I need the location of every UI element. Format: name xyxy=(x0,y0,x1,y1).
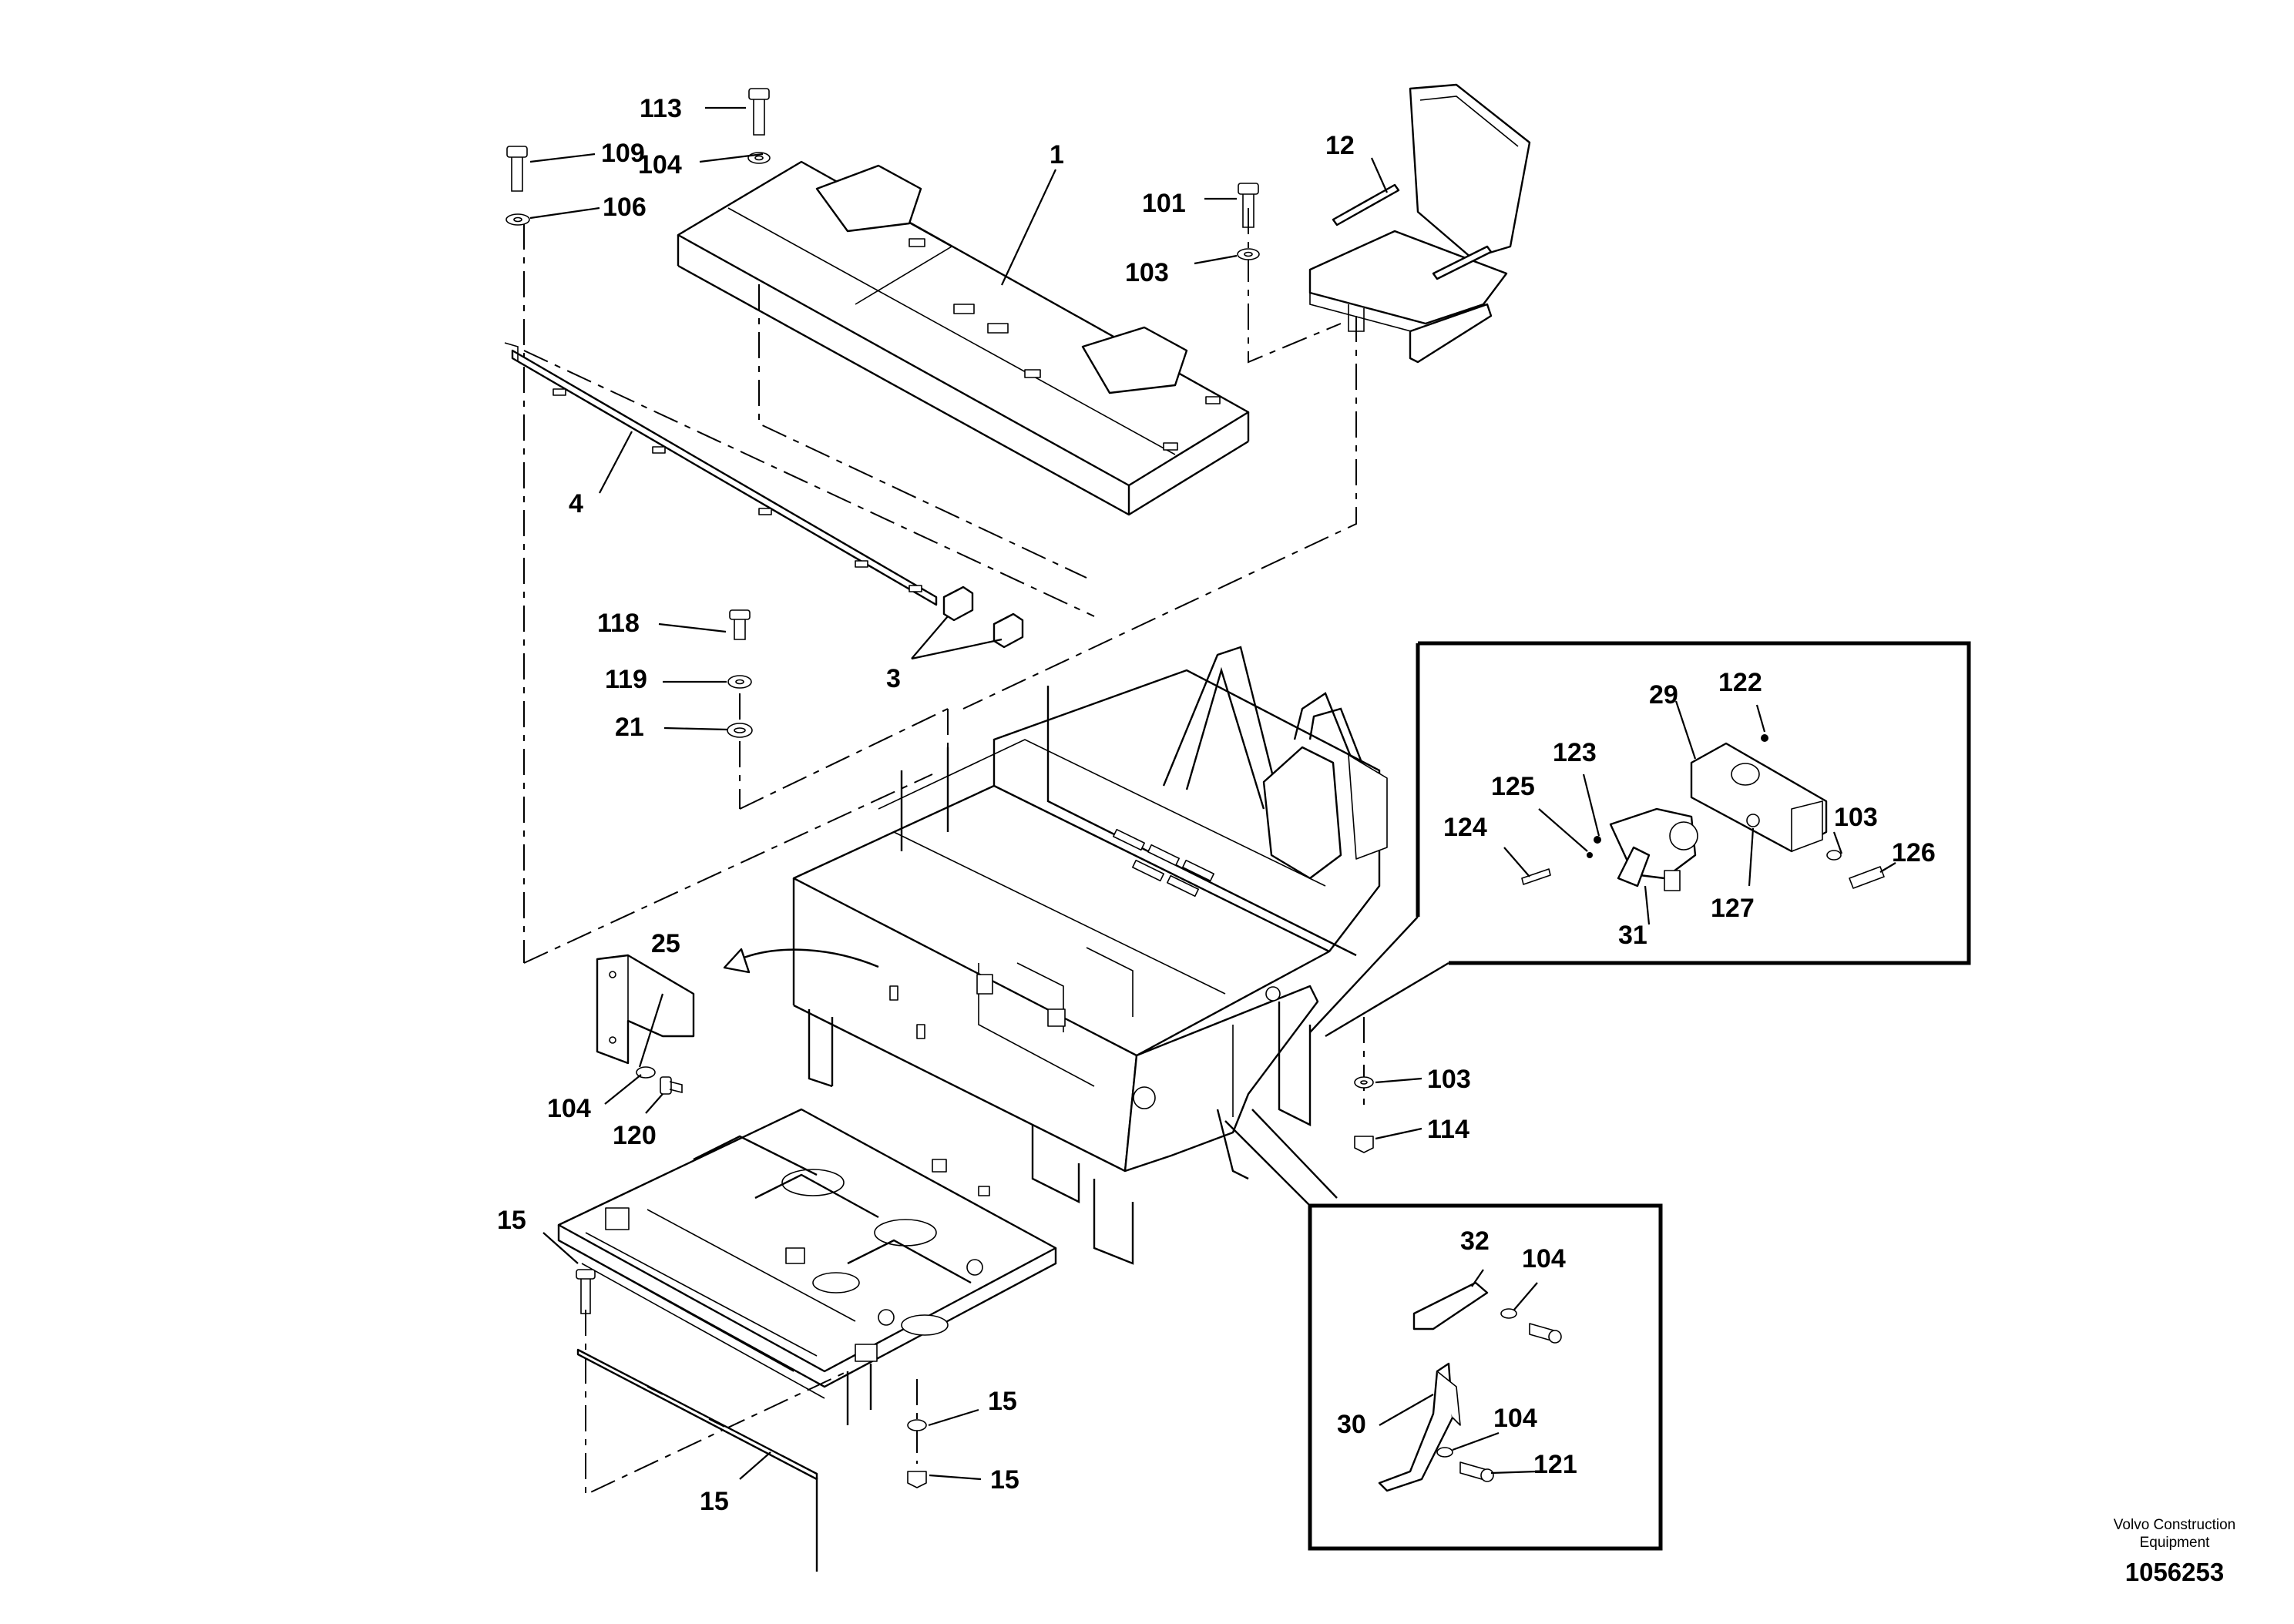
callout-31: 31 xyxy=(1618,921,1647,950)
bracket-part-25 xyxy=(596,954,695,1095)
callout-30: 30 xyxy=(1337,1410,1366,1439)
mounting-strip-part-4 xyxy=(504,342,938,606)
callout-15: 15 xyxy=(497,1206,526,1235)
callout-103: 103 xyxy=(1427,1065,1471,1094)
callout-25: 25 xyxy=(651,929,680,958)
callout-103: 103 xyxy=(1834,803,1878,832)
leader-lines xyxy=(529,106,1896,1481)
callout-4: 4 xyxy=(569,489,583,518)
callout-104: 104 xyxy=(1493,1404,1537,1433)
document-number: 1056253 xyxy=(2125,1558,2224,1586)
callout-122: 122 xyxy=(1718,668,1762,697)
callout-114: 114 xyxy=(1427,1115,1469,1144)
lower-tray xyxy=(557,1108,1057,1425)
callout-109: 109 xyxy=(601,139,645,168)
hardware-mid-left xyxy=(727,609,753,738)
callout-104: 104 xyxy=(1522,1244,1566,1273)
callout-124: 124 xyxy=(1443,813,1487,842)
publisher-credit: Volvo Construction Equipment 1056253 xyxy=(2114,1517,2235,1586)
callout-127: 127 xyxy=(1711,894,1755,923)
callout-123: 123 xyxy=(1553,738,1597,767)
callout-106: 106 xyxy=(603,193,647,222)
detail-inset-1 xyxy=(1309,641,1971,1038)
main-chassis-frame xyxy=(723,646,1388,1265)
callout-1: 1 xyxy=(1050,140,1064,169)
detail-inset-2 xyxy=(1224,1109,1663,1551)
hardware-right-side xyxy=(1354,1076,1374,1153)
credit-line-2: Equipment xyxy=(2140,1535,2211,1551)
callout-15: 15 xyxy=(700,1487,729,1516)
callout-120: 120 xyxy=(613,1121,657,1150)
callout-21: 21 xyxy=(615,713,644,742)
callout-103: 103 xyxy=(1125,258,1169,287)
callout-118: 118 xyxy=(597,609,640,638)
credit-line-1: Volvo Construction xyxy=(2114,1517,2235,1533)
callout-126: 126 xyxy=(1892,838,1936,867)
callout-104: 104 xyxy=(547,1094,591,1123)
callout-104: 104 xyxy=(638,150,682,180)
callout-113: 113 xyxy=(640,94,682,123)
floor-plate-part-1 xyxy=(677,160,1250,516)
callout-3: 3 xyxy=(886,664,901,693)
rod-part-15 xyxy=(576,1269,927,1572)
callout-15: 15 xyxy=(990,1465,1019,1495)
callout-12: 12 xyxy=(1325,131,1355,160)
switch-part-3 xyxy=(942,586,1024,649)
callout-32: 32 xyxy=(1460,1226,1490,1256)
callout-15: 15 xyxy=(988,1387,1017,1416)
callout-29: 29 xyxy=(1649,680,1678,710)
callout-101: 101 xyxy=(1142,189,1186,218)
callout-121: 121 xyxy=(1533,1450,1577,1479)
callout-labels: 113 109 104 106 1 101 103 12 4 118 119 2… xyxy=(497,94,1936,1516)
operator-seat-part-12 xyxy=(1308,83,1531,364)
callout-119: 119 xyxy=(605,665,647,694)
callout-125: 125 xyxy=(1491,772,1535,801)
